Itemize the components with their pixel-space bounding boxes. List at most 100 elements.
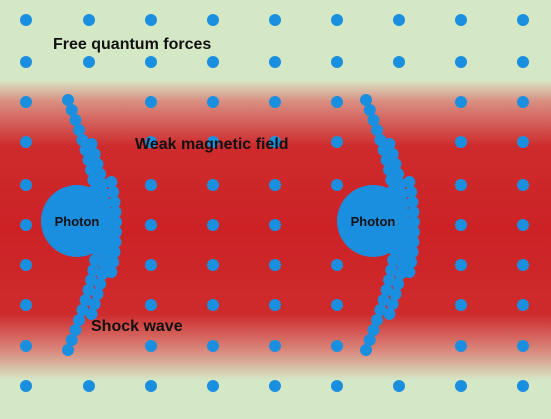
quantum-particle bbox=[517, 259, 529, 271]
quantum-particle bbox=[331, 96, 343, 108]
quantum-particle bbox=[20, 14, 32, 26]
quantum-particle bbox=[145, 136, 157, 148]
shock-wave-particle bbox=[73, 124, 86, 136]
quantum-particle bbox=[207, 179, 219, 191]
quantum-particle bbox=[331, 56, 343, 68]
shock-wave-particle bbox=[85, 308, 98, 320]
shock-wave-particle bbox=[389, 288, 402, 300]
quantum-particle bbox=[455, 299, 467, 311]
shock-wave-particle bbox=[385, 174, 398, 186]
shock-wave-particle bbox=[394, 268, 407, 280]
shock-wave-particle bbox=[377, 294, 390, 306]
shock-wave-particle bbox=[386, 298, 399, 310]
quantum-particle bbox=[20, 340, 32, 352]
quantum-particle bbox=[20, 380, 32, 392]
quantum-particle bbox=[455, 179, 467, 191]
quantum-particle bbox=[393, 380, 405, 392]
quantum-particle bbox=[455, 96, 467, 108]
shock-wave-particle bbox=[396, 258, 409, 270]
shock-wave-particle bbox=[371, 124, 384, 136]
shock-wave-particle bbox=[82, 154, 95, 166]
shock-wave-particle bbox=[62, 94, 74, 106]
shock-wave-particle bbox=[360, 94, 372, 106]
quantum-particle bbox=[269, 136, 281, 148]
quantum-particle bbox=[269, 380, 281, 392]
shock-wave-particle bbox=[98, 258, 111, 270]
quantum-particle bbox=[20, 179, 32, 191]
shock-wave-particle bbox=[406, 246, 419, 258]
quantum-particle bbox=[269, 259, 281, 271]
quantum-particle bbox=[145, 219, 157, 231]
quantum-particle bbox=[455, 340, 467, 352]
quantum-particle bbox=[145, 259, 157, 271]
shock-wave-particle bbox=[87, 174, 100, 186]
quantum-particle bbox=[207, 96, 219, 108]
quantum-particle bbox=[145, 299, 157, 311]
quantum-particle bbox=[145, 56, 157, 68]
shock-wave-particle bbox=[79, 144, 92, 156]
quantum-particle bbox=[83, 14, 95, 26]
shock-wave-particle bbox=[94, 278, 107, 290]
quantum-particle bbox=[517, 219, 529, 231]
shock-wave-particle bbox=[374, 304, 387, 316]
quantum-particle bbox=[207, 56, 219, 68]
quantum-particle bbox=[331, 14, 343, 26]
shock-wave-particle bbox=[405, 256, 418, 268]
quantum-particle bbox=[517, 380, 529, 392]
shock-wave-particle bbox=[383, 164, 396, 176]
shock-wave-particle bbox=[107, 186, 120, 198]
quantum-particle bbox=[455, 380, 467, 392]
quantum-particle bbox=[331, 179, 343, 191]
quantum-particle bbox=[517, 299, 529, 311]
quantum-particle bbox=[517, 14, 529, 26]
shock-wave-particle bbox=[407, 206, 420, 218]
shock-wave-particle bbox=[407, 216, 420, 228]
quantum-particle bbox=[20, 219, 32, 231]
shock-wave-particle bbox=[105, 266, 118, 278]
shock-wave-particle bbox=[380, 284, 393, 296]
shock-wave-particle bbox=[73, 314, 86, 326]
shock-wave-particle bbox=[383, 308, 396, 320]
quantum-particle bbox=[20, 96, 32, 108]
quantum-particle bbox=[269, 299, 281, 311]
shock-wave-particle bbox=[76, 134, 89, 146]
shock-wave-particle bbox=[105, 176, 118, 188]
quantum-particle bbox=[393, 14, 405, 26]
quantum-particle bbox=[269, 56, 281, 68]
shock-wave-particle bbox=[76, 304, 89, 316]
quantum-particle bbox=[331, 380, 343, 392]
shock-wave-particle bbox=[69, 324, 82, 336]
quantum-particle bbox=[331, 136, 343, 148]
photon-right: Photon bbox=[337, 185, 409, 257]
shock-wave-particle bbox=[374, 134, 387, 146]
quantum-particle bbox=[145, 340, 157, 352]
shock-wave-particle bbox=[79, 294, 92, 306]
quantum-particle bbox=[517, 56, 529, 68]
shock-wave-particle bbox=[392, 278, 405, 290]
shock-wave-particle bbox=[109, 236, 122, 248]
shock-wave-particle bbox=[406, 196, 419, 208]
shock-wave-particle bbox=[89, 254, 102, 266]
shock-wave-particle bbox=[62, 344, 74, 356]
quantum-particle bbox=[517, 96, 529, 108]
shock-wave-particle bbox=[387, 254, 400, 266]
quantum-particle bbox=[20, 56, 32, 68]
shock-wave-particle bbox=[88, 298, 101, 310]
photon-left-circle bbox=[41, 185, 113, 257]
shock-wave-particle bbox=[99, 248, 112, 260]
shock-wave-particle bbox=[109, 226, 122, 238]
quantum-particle bbox=[393, 56, 405, 68]
quantum-particle bbox=[207, 219, 219, 231]
shock-wave-particle bbox=[403, 266, 416, 278]
shock-wave-particle bbox=[377, 144, 390, 156]
quantum-particle bbox=[145, 179, 157, 191]
quantum-particle bbox=[455, 56, 467, 68]
quantum-particle bbox=[455, 136, 467, 148]
quantum-particle bbox=[207, 340, 219, 352]
shock-wave-particle bbox=[107, 256, 120, 268]
shock-wave-label: Shock wave bbox=[91, 318, 183, 335]
shock-wave-particle bbox=[367, 114, 380, 126]
shock-wave-particle bbox=[405, 186, 418, 198]
